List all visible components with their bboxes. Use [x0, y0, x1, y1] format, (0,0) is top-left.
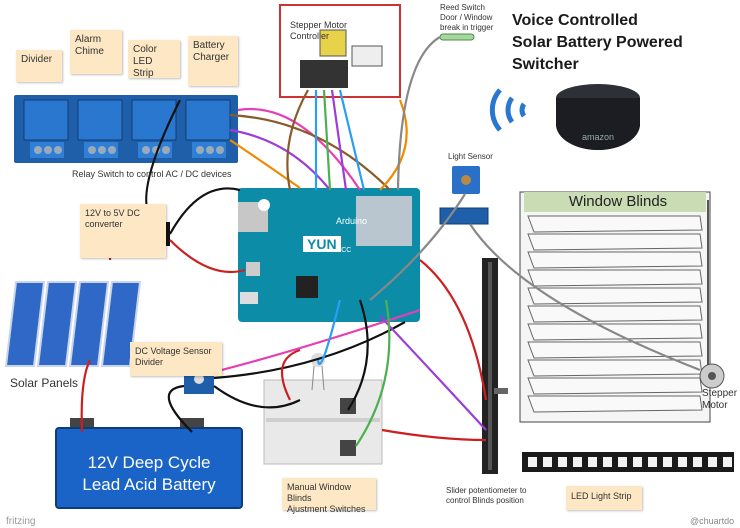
- relay-board: [14, 95, 238, 163]
- note-led-strip: LED Light Strip: [566, 486, 642, 510]
- echo-brand-text: amazon: [582, 132, 614, 142]
- blind-slat: [527, 359, 703, 377]
- note-battery-charger: Battery Charger: [188, 36, 238, 86]
- blind-slat: [527, 251, 703, 269]
- arduino-yun-board: ARDUINO.CC: [238, 188, 420, 322]
- blind-slats: [527, 215, 703, 413]
- wires: [80, 36, 701, 447]
- fritzing-label: fritzing: [6, 516, 36, 527]
- arduino-model-text: YUN: [303, 236, 341, 252]
- note-divider: Divider: [16, 50, 62, 82]
- led-chip: [678, 457, 687, 467]
- led-chip: [618, 457, 627, 467]
- title-line-2: Solar Battery Powered Switcher: [512, 34, 683, 73]
- solar-panel: [68, 281, 110, 367]
- solar-panels-label: Solar Panels: [10, 376, 79, 390]
- blind-slat: [527, 215, 703, 233]
- note-alarm-chime: Alarm Chime: [70, 30, 122, 74]
- credit-label: @chuartdo: [690, 516, 735, 526]
- switch-button-2: [340, 440, 356, 456]
- led-chip: [723, 457, 732, 467]
- led-chip: [693, 457, 702, 467]
- note-manual-switches: Manual Window Blinds Ajustment Switches: [282, 478, 376, 514]
- reed-switch-label: Reed Switch Door / Window break in trigg…: [440, 3, 494, 32]
- echo-dot: amazon: [556, 84, 640, 150]
- solar-panel: [36, 281, 78, 367]
- led-chip: [573, 457, 582, 467]
- reed-switch: [439, 33, 475, 41]
- slider-label: Slider potentiometer to control Blinds p…: [446, 486, 527, 505]
- led-chip: [603, 457, 612, 467]
- breadboard: [263, 379, 383, 465]
- blind-slat: [527, 269, 703, 287]
- blind-slat: [527, 233, 703, 251]
- battery-label: 12V Deep Cycle Lead Acid Battery: [82, 453, 216, 494]
- blind-slat: [527, 395, 703, 413]
- solar-panel: [4, 281, 46, 367]
- led-chip: [633, 457, 642, 467]
- stepper-controller-board: [279, 4, 401, 98]
- led-chip: [528, 457, 537, 467]
- blind-slat: [527, 341, 703, 359]
- wireless-waves-icon: [489, 88, 527, 132]
- stepper-motor-label: Stepper Motor: [702, 388, 738, 411]
- led-chip: [588, 457, 597, 467]
- blind-slat: [527, 305, 703, 323]
- note-color-led-strip: Color LED Strip: [128, 40, 180, 79]
- note-voltage-sensor: DC Voltage Sensor Divider: [130, 342, 222, 376]
- led-chip: [648, 457, 657, 467]
- note-converter: 12V to 5V DC converter: [80, 204, 166, 258]
- battery: [55, 418, 243, 509]
- page-title: Voice Controlled Solar Battery Powered S…: [512, 10, 740, 76]
- blind-slat: [527, 287, 703, 305]
- light-sensor-label: Light Sensor: [448, 152, 493, 161]
- solar-panels: [4, 281, 142, 367]
- window-blinds-label: Window Blinds: [568, 193, 668, 210]
- relay-caption: Relay Switch to control AC / DC devices: [72, 169, 232, 179]
- stepper-controller-label: Stepper Motor Controller: [290, 20, 348, 41]
- led-chip: [708, 457, 717, 467]
- slider-potentiometer: [482, 258, 508, 474]
- led-chip: [543, 457, 552, 467]
- led-chip: [663, 457, 672, 467]
- led-chip: [558, 457, 567, 467]
- light-sensor: [452, 166, 480, 194]
- arduino-brand-text: Arduino: [336, 216, 368, 226]
- stepper-motor: [699, 363, 725, 389]
- title-line-1: Voice Controlled: [512, 12, 638, 29]
- led-strip: [522, 452, 734, 472]
- blind-slat: [527, 377, 703, 395]
